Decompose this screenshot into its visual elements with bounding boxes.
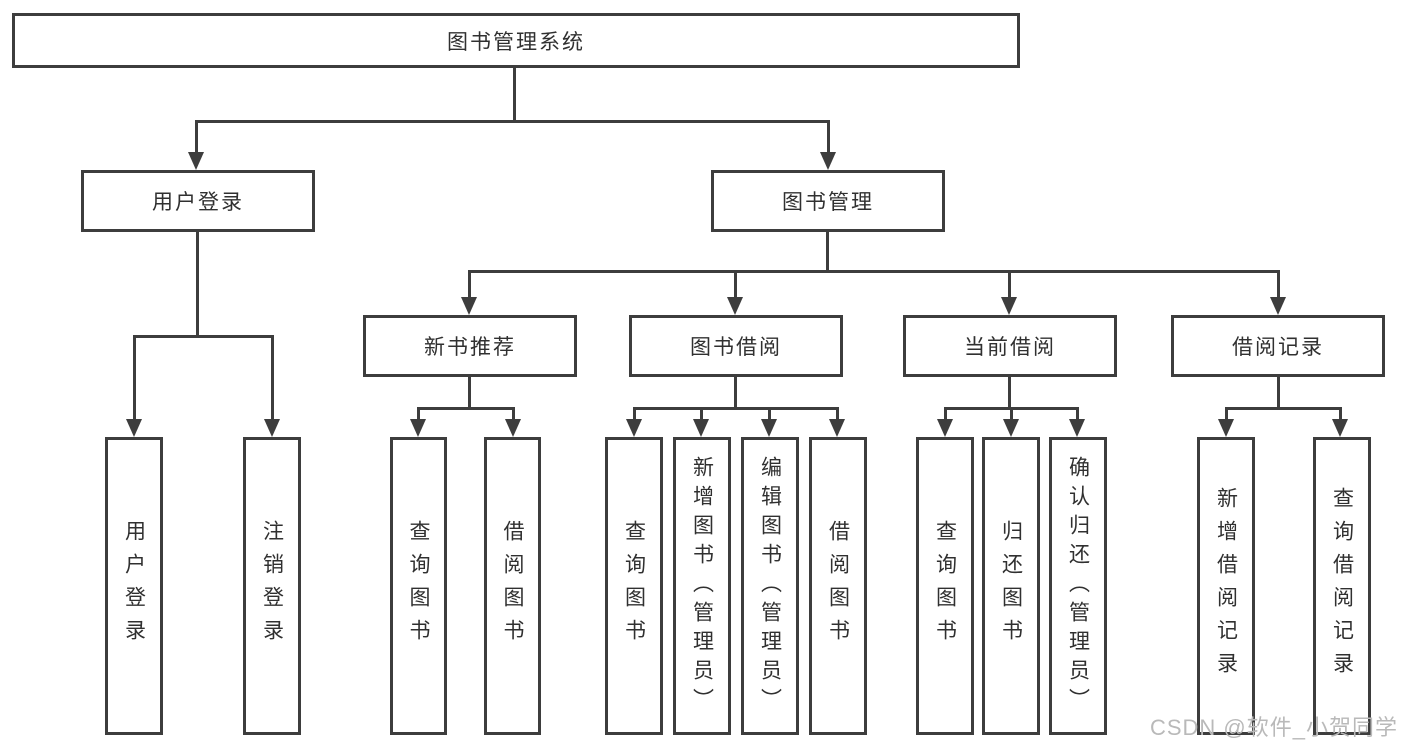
arrow-down-icon	[693, 419, 709, 437]
node-label: 图书借阅	[690, 336, 782, 359]
connector-line	[944, 407, 947, 419]
arrow-down-icon	[410, 419, 426, 437]
arrow-down-icon	[761, 419, 777, 437]
arrow-down-icon	[937, 419, 953, 437]
node-book-borrowing: 图书借阅	[629, 315, 843, 377]
node-label: 查询借阅记录	[1330, 487, 1354, 685]
node-add-borrow-record: 新增借阅记录	[1197, 437, 1255, 735]
node-label: 注销登录	[260, 520, 284, 652]
node-label: 借阅图书	[826, 520, 850, 652]
node-label: 图书管理	[782, 191, 874, 214]
connector-line	[700, 407, 703, 419]
connector-line	[836, 407, 839, 419]
node-label: 用户登录	[122, 520, 146, 652]
node-logout: 注销登录	[243, 437, 301, 735]
connector-line	[1277, 270, 1280, 297]
node-label: 借阅图书	[501, 520, 524, 652]
connector-line	[271, 335, 274, 419]
arrow-down-icon	[1332, 419, 1348, 437]
node-label: 查询图书	[407, 520, 430, 652]
connector-line	[1076, 407, 1079, 419]
connector-line	[1010, 407, 1013, 419]
node-borrow-books-recommend: 借阅图书	[484, 437, 541, 735]
connector-line	[512, 407, 515, 419]
connector-line	[1277, 377, 1280, 410]
connector-line	[196, 232, 199, 338]
connector-line	[133, 335, 274, 338]
connector-line	[734, 377, 737, 410]
connector-line	[1339, 407, 1342, 419]
connector-line	[468, 270, 1280, 273]
node-label: 查询图书	[622, 520, 646, 652]
connector-line	[826, 232, 829, 273]
connector-line	[195, 120, 198, 153]
arrow-down-icon	[820, 152, 836, 170]
node-label: 当前借阅	[964, 336, 1056, 359]
connector-line	[1008, 377, 1011, 410]
connector-line	[468, 270, 471, 297]
node-label: 新增借阅记录	[1214, 487, 1238, 685]
connector-line	[633, 407, 838, 410]
node-query-books-current: 查询图书	[916, 437, 974, 735]
connector-line	[133, 335, 136, 419]
node-label: 确认归还（管理员）	[1066, 455, 1090, 717]
arrow-down-icon	[1001, 297, 1017, 315]
arrow-down-icon	[1003, 419, 1019, 437]
node-current-borrowing: 当前借阅	[903, 315, 1117, 377]
node-label: 查询图书	[933, 520, 957, 652]
arrow-down-icon	[1218, 419, 1234, 437]
connector-line	[768, 407, 771, 419]
node-return-books: 归还图书	[982, 437, 1040, 735]
node-label: 借阅记录	[1232, 336, 1324, 359]
arrow-down-icon	[188, 152, 204, 170]
connector-line	[513, 68, 516, 123]
node-edit-book-admin: 编辑图书（管理员）	[741, 437, 799, 735]
node-user-login: 用户登录	[81, 170, 315, 232]
node-query-books-borrow: 查询图书	[605, 437, 663, 735]
node-book-management: 图书管理	[711, 170, 945, 232]
arrow-down-icon	[505, 419, 521, 437]
arrow-down-icon	[626, 419, 642, 437]
node-label: 编辑图书（管理员）	[758, 455, 782, 717]
connector-line	[1225, 407, 1342, 410]
connector-line	[195, 120, 830, 123]
node-label: 用户登录	[152, 191, 244, 214]
connector-line	[468, 377, 471, 410]
arrow-down-icon	[1069, 419, 1085, 437]
csdn-watermark: CSDN @软件_小贺同学	[1149, 715, 1398, 740]
node-library-management-system: 图书管理系统	[12, 13, 1020, 68]
node-label: 图书管理系统	[447, 30, 585, 54]
connector-line	[417, 407, 515, 410]
arrow-down-icon	[727, 297, 743, 315]
connector-line	[1008, 270, 1011, 297]
node-label: 新增图书（管理员）	[690, 455, 714, 717]
connector-line	[633, 407, 636, 419]
arrow-down-icon	[264, 419, 280, 437]
connector-line	[417, 407, 420, 419]
node-user-login-leaf: 用户登录	[105, 437, 163, 735]
node-query-books-recommend: 查询图书	[390, 437, 447, 735]
node-query-borrow-record: 查询借阅记录	[1313, 437, 1371, 735]
arrow-down-icon	[1270, 297, 1286, 315]
connector-line	[734, 270, 737, 297]
node-add-book-admin: 新增图书（管理员）	[673, 437, 731, 735]
node-new-book-recommendation: 新书推荐	[363, 315, 577, 377]
node-borrow-books: 借阅图书	[809, 437, 867, 735]
node-confirm-return-admin: 确认归还（管理员）	[1049, 437, 1107, 735]
arrow-down-icon	[461, 297, 477, 315]
connector-line	[827, 120, 830, 153]
arrow-down-icon	[126, 419, 142, 437]
node-borrowing-records: 借阅记录	[1171, 315, 1385, 377]
node-label: 归还图书	[999, 520, 1023, 652]
arrow-down-icon	[829, 419, 845, 437]
node-label: 新书推荐	[424, 336, 516, 359]
connector-line	[1225, 407, 1228, 419]
